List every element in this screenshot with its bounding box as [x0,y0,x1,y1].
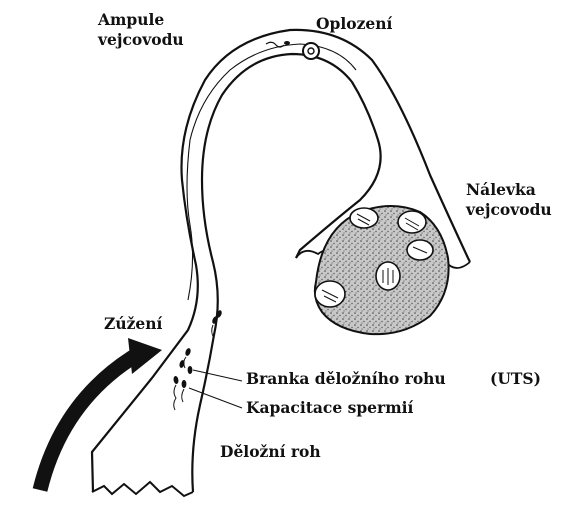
fertilized-egg [303,43,319,59]
label-ampule: Ampule vejcovodu [98,10,184,50]
label-delozni-roh: Děložní roh [220,442,321,462]
label-oplozeni: Oplození [316,14,392,34]
label-uts: (UTS) [490,369,541,389]
leader-kapacitace [189,388,242,408]
label-nalevka: Nálevka vejcovodu [466,180,552,220]
label-branka: Branka děložního rohu [246,369,446,389]
label-kapacitace: Kapacitace spermií [246,398,413,418]
uterine-horn-edge [92,482,193,496]
arrow-head [128,338,162,374]
sperm-cluster [173,309,223,388]
leader-branka [193,370,242,381]
label-zuzeni: Zúžení [104,314,162,334]
sperm-at-egg [266,42,284,47]
sperm-migration-arrow [40,354,138,490]
